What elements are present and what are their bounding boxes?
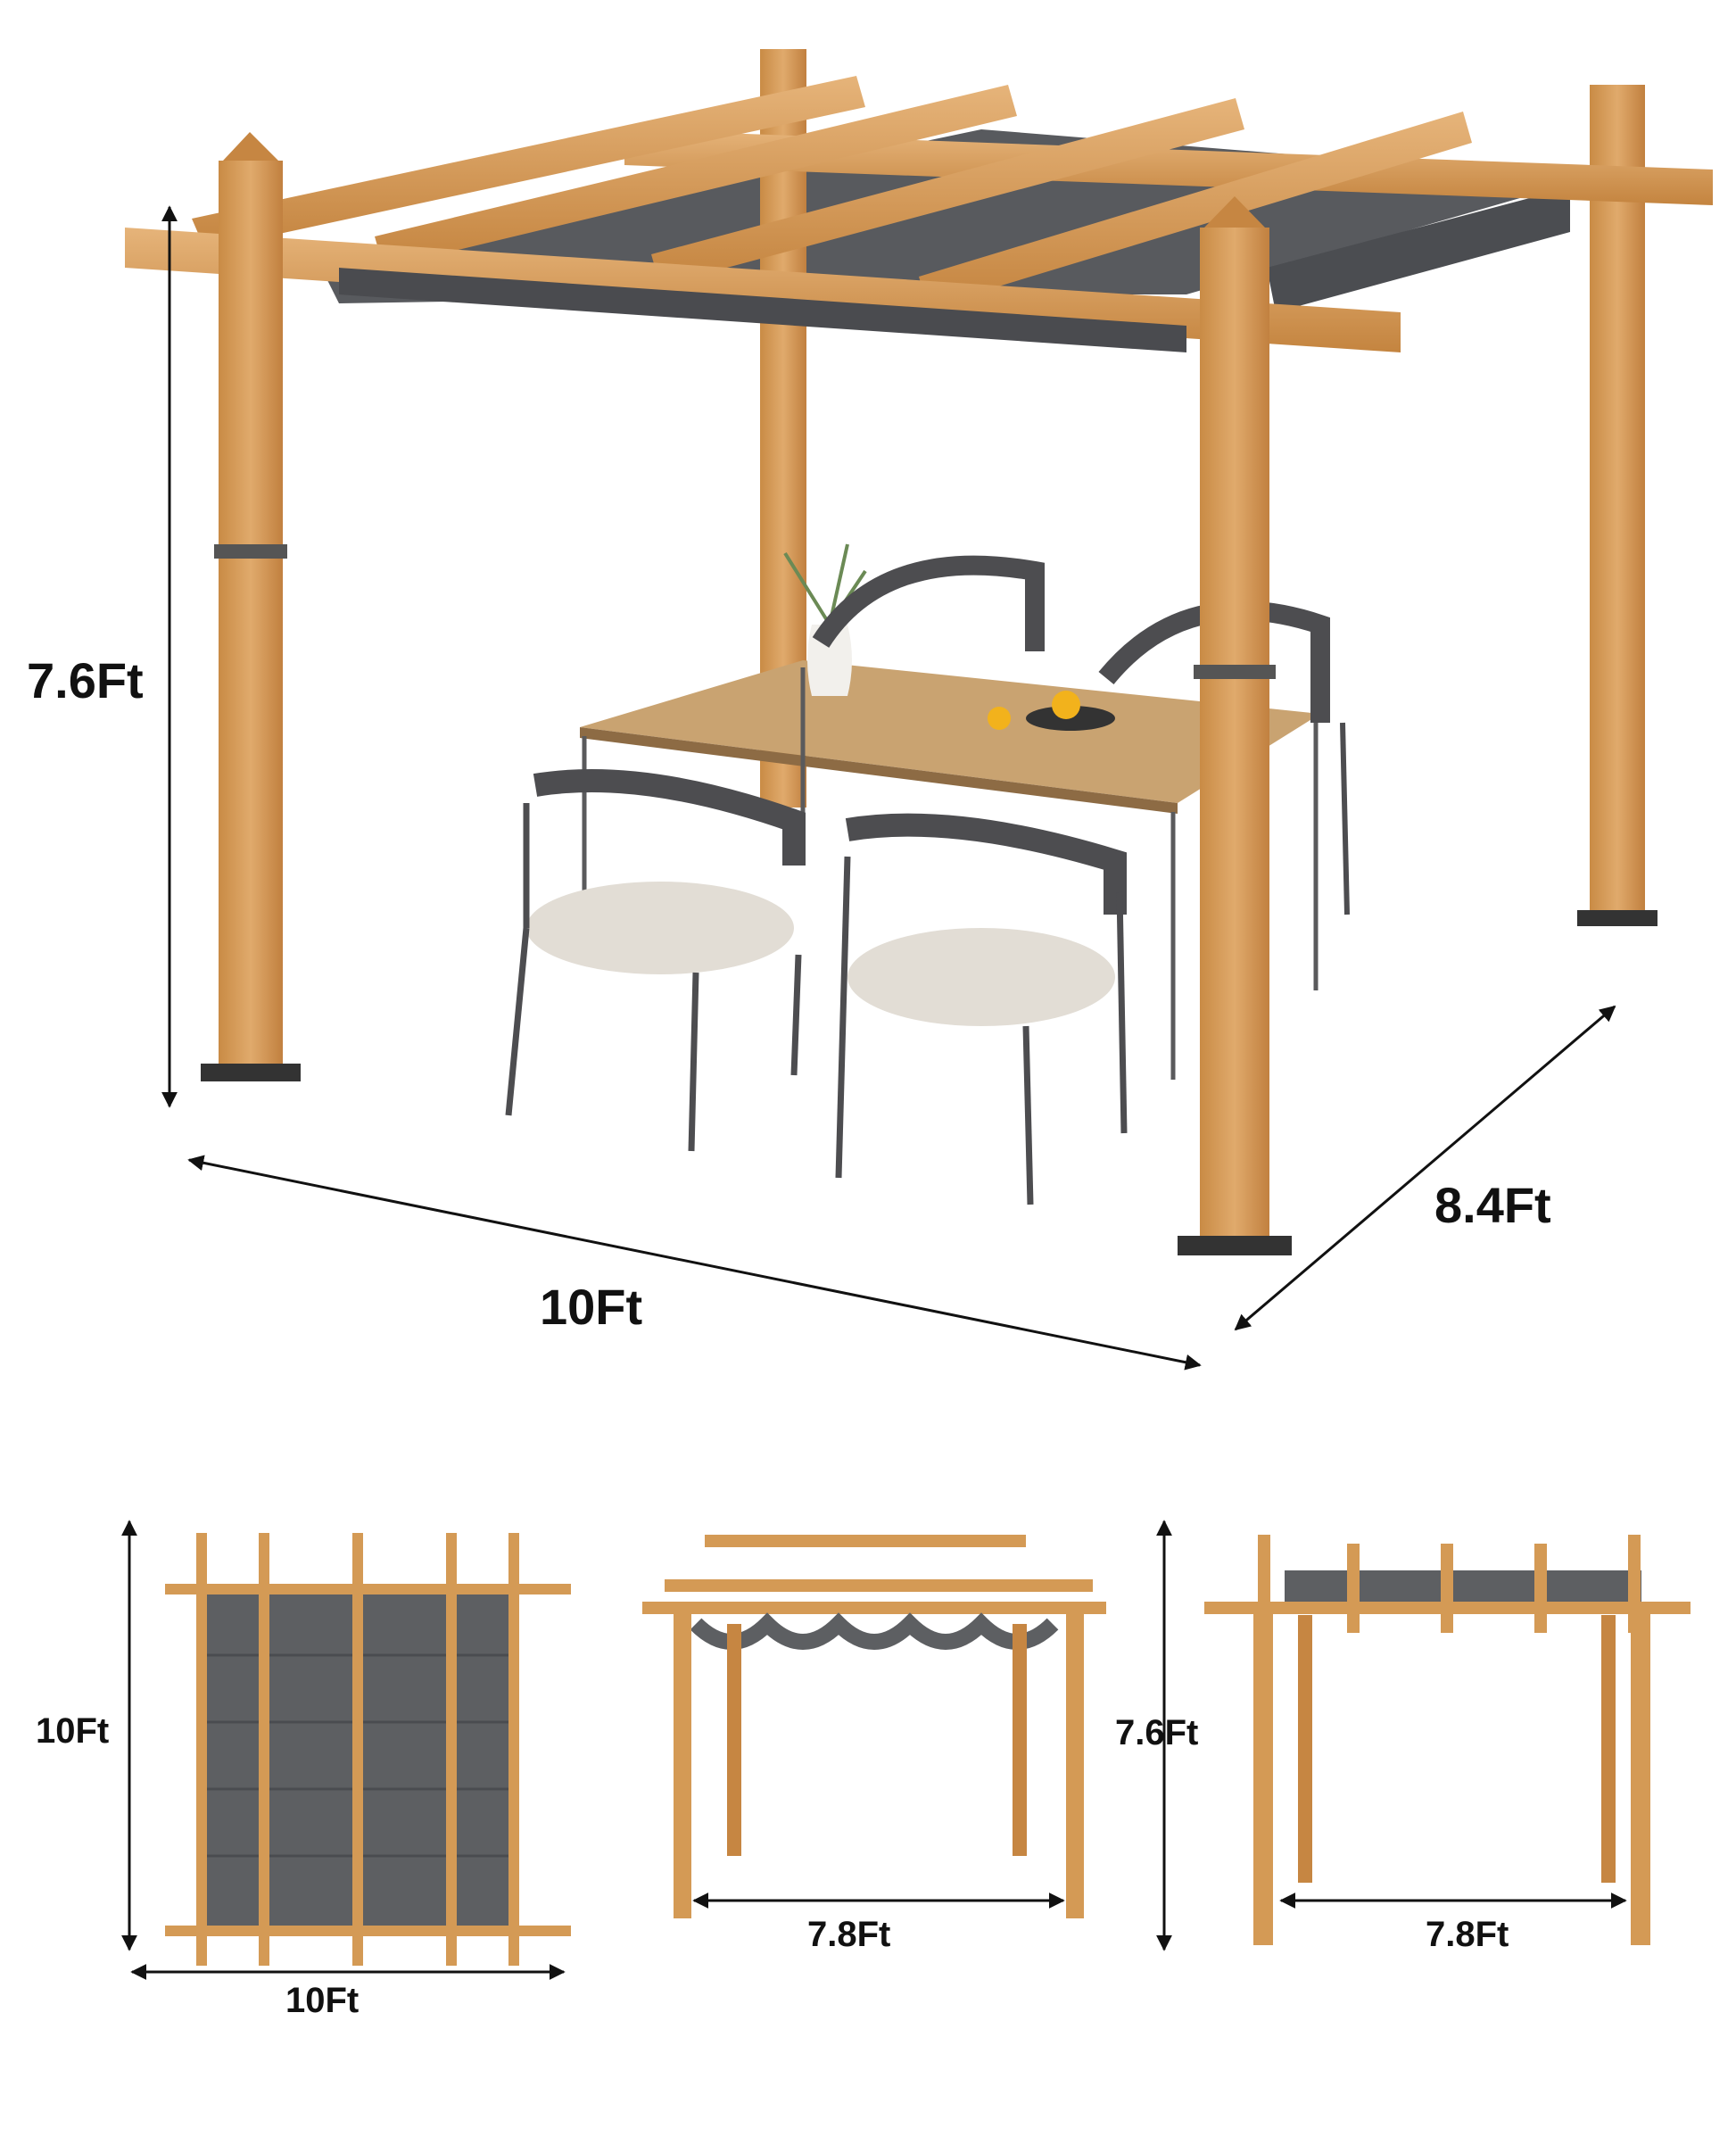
depth-arrow bbox=[1234, 1005, 1616, 1331]
main-width-label: 10Ft bbox=[540, 1279, 643, 1335]
main-height-label: 7.6Ft bbox=[27, 652, 144, 708]
fruit-2 bbox=[988, 707, 1011, 730]
front-view-beam-top bbox=[705, 1535, 1026, 1547]
main-perspective-view bbox=[125, 49, 1713, 1371]
side-view-span-label: 7.8Ft bbox=[1426, 1915, 1509, 1954]
rafter-4 bbox=[919, 112, 1472, 308]
beam-back bbox=[624, 129, 1713, 205]
vase bbox=[807, 625, 852, 696]
side-view-post-back-right bbox=[1601, 1615, 1616, 1883]
rafter-1 bbox=[192, 76, 865, 250]
canopy-wave-right bbox=[1267, 187, 1570, 312]
table-edge bbox=[580, 727, 1178, 814]
top-view-rafters bbox=[165, 1533, 571, 1966]
post-bracket-front-left bbox=[214, 544, 287, 559]
rafter-3 bbox=[651, 98, 1244, 286]
post-base-front-left bbox=[201, 1064, 301, 1081]
side-view-post-left bbox=[1253, 1606, 1273, 1945]
top-view-bottom-label: 10Ft bbox=[285, 1981, 360, 2020]
width-arrow bbox=[187, 1155, 1202, 1371]
post-base-back-right bbox=[1577, 910, 1657, 926]
side-view bbox=[1204, 1535, 1691, 1945]
post-base-front-right bbox=[1178, 1236, 1292, 1255]
top-view-side-label: 10Ft bbox=[36, 1711, 110, 1751]
front-view-span-label: 7.8Ft bbox=[807, 1915, 891, 1954]
post-back-right bbox=[1590, 85, 1645, 919]
front-view-height-label: 7.6Ft bbox=[1115, 1713, 1199, 1752]
beam-front-shade bbox=[339, 268, 1186, 352]
side-view-post-back-left bbox=[1298, 1615, 1312, 1883]
front-view-post-right bbox=[1066, 1606, 1084, 1918]
post-bracket-front-right bbox=[1194, 665, 1276, 679]
table-top bbox=[580, 660, 1320, 803]
front-view-post-left bbox=[674, 1606, 691, 1918]
chair-front-left bbox=[505, 769, 806, 1152]
front-view-post-back-left bbox=[727, 1624, 741, 1856]
front-view-beam-mid bbox=[665, 1579, 1093, 1592]
fruit bbox=[1052, 691, 1080, 719]
post-front-right bbox=[1200, 228, 1269, 1245]
post-front-left bbox=[219, 161, 283, 1066]
front-view-canopy-wave bbox=[690, 1612, 1059, 1650]
top-view bbox=[121, 1520, 571, 1980]
side-view-canopy bbox=[1285, 1570, 1641, 1606]
front-view-beam-main bbox=[642, 1602, 1106, 1614]
chair-back-left bbox=[812, 555, 1045, 651]
post-cap-front-left bbox=[223, 132, 278, 161]
main-depth-label: 8.4Ft bbox=[1434, 1177, 1551, 1233]
front-view bbox=[642, 1520, 1172, 1951]
side-view-post-right bbox=[1631, 1606, 1650, 1945]
front-view-post-back-right bbox=[1013, 1624, 1027, 1856]
post-cap-front-right bbox=[1204, 196, 1265, 228]
chair-front-right bbox=[835, 813, 1128, 1205]
rafter-2 bbox=[375, 85, 1017, 268]
